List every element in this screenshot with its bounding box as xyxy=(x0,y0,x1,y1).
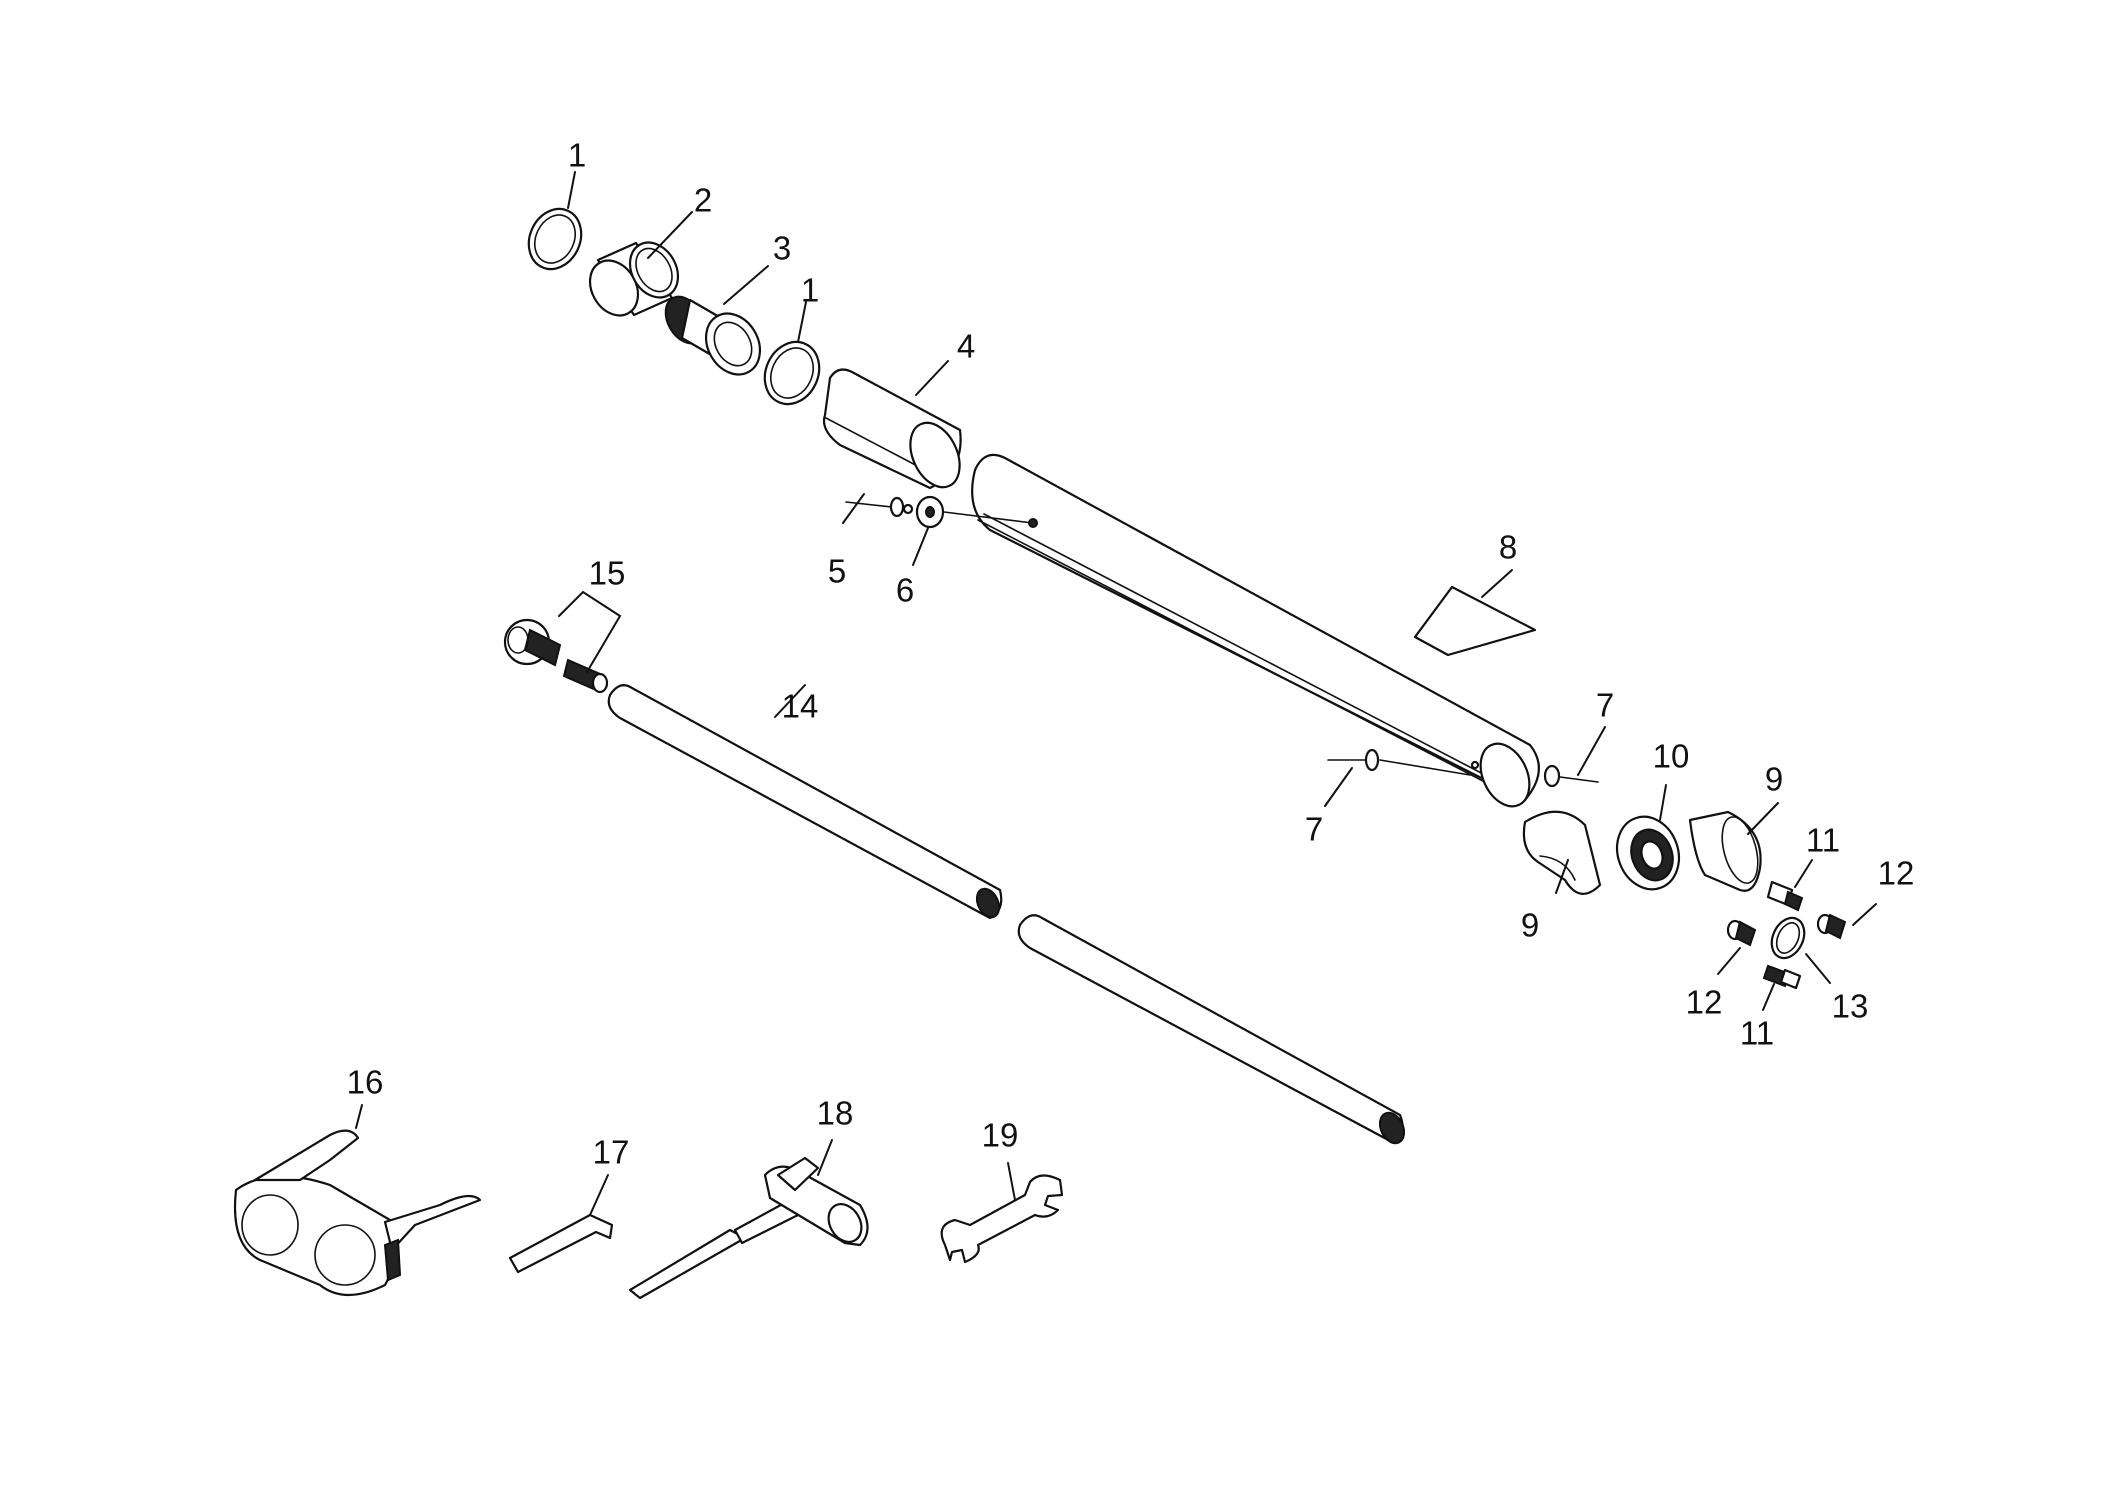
safety-goggles xyxy=(233,1129,482,1296)
callout-8: 8 xyxy=(1499,529,1517,566)
clamp-half-left xyxy=(1522,810,1602,895)
ring-13 xyxy=(1770,916,1806,960)
screw-5 xyxy=(845,496,914,518)
drive-coupling xyxy=(503,618,609,694)
callout-12-right: 12 xyxy=(1878,855,1915,892)
callout-6: 6 xyxy=(896,572,914,609)
grip-sleeve xyxy=(822,368,962,490)
callout-16: 16 xyxy=(347,1064,384,1101)
clip-11-upper xyxy=(1766,880,1804,912)
callout-3: 3 xyxy=(773,230,791,267)
snap-ring-upper xyxy=(527,207,583,271)
callout-7-right: 7 xyxy=(1596,687,1614,724)
open-end-wrench xyxy=(940,1174,1064,1264)
hex-key xyxy=(508,1213,614,1274)
callout-2: 2 xyxy=(694,182,712,219)
callout-labels: 1 2 3 1 4 5 6 8 15 14 7 7 10 9 9 11 12 1… xyxy=(347,137,1915,1171)
callout-15: 15 xyxy=(589,555,626,592)
nut-12-left xyxy=(1726,919,1757,947)
callout-9-right: 9 xyxy=(1765,761,1783,798)
callout-1-lower: 1 xyxy=(801,272,819,309)
callout-9-left: 9 xyxy=(1521,907,1539,944)
washer-6 xyxy=(915,495,1038,529)
callout-17: 17 xyxy=(593,1134,630,1171)
callout-7-left: 7 xyxy=(1305,811,1323,848)
callout-12-left: 12 xyxy=(1686,984,1723,1021)
spool-bushing xyxy=(664,295,762,376)
screw-7-right xyxy=(1543,764,1599,788)
callout-11-lower: 11 xyxy=(1740,1015,1774,1052)
callout-11-upper: 11 xyxy=(1806,822,1840,859)
callout-19: 19 xyxy=(982,1117,1019,1154)
callout-14: 14 xyxy=(782,688,819,725)
label-plate xyxy=(1413,585,1537,657)
clip-11-lower xyxy=(1762,964,1802,990)
bushing xyxy=(588,241,680,317)
callout-18: 18 xyxy=(817,1095,854,1132)
snap-ring-lower xyxy=(763,340,821,406)
leader-lines xyxy=(355,171,1877,1216)
callout-4: 4 xyxy=(957,328,975,365)
socket-wrench xyxy=(628,1156,869,1300)
callout-1-upper: 1 xyxy=(568,137,586,174)
bearing xyxy=(1615,815,1681,891)
clamp-half-right xyxy=(1688,810,1762,892)
screw-7-left xyxy=(1327,748,1471,776)
callout-5: 5 xyxy=(828,553,846,590)
drive-shaft xyxy=(607,684,1406,1145)
callout-13: 13 xyxy=(1832,988,1869,1025)
main-shaft-tube xyxy=(971,453,1540,808)
nut-12-right xyxy=(1816,913,1847,940)
callout-10: 10 xyxy=(1653,738,1690,775)
